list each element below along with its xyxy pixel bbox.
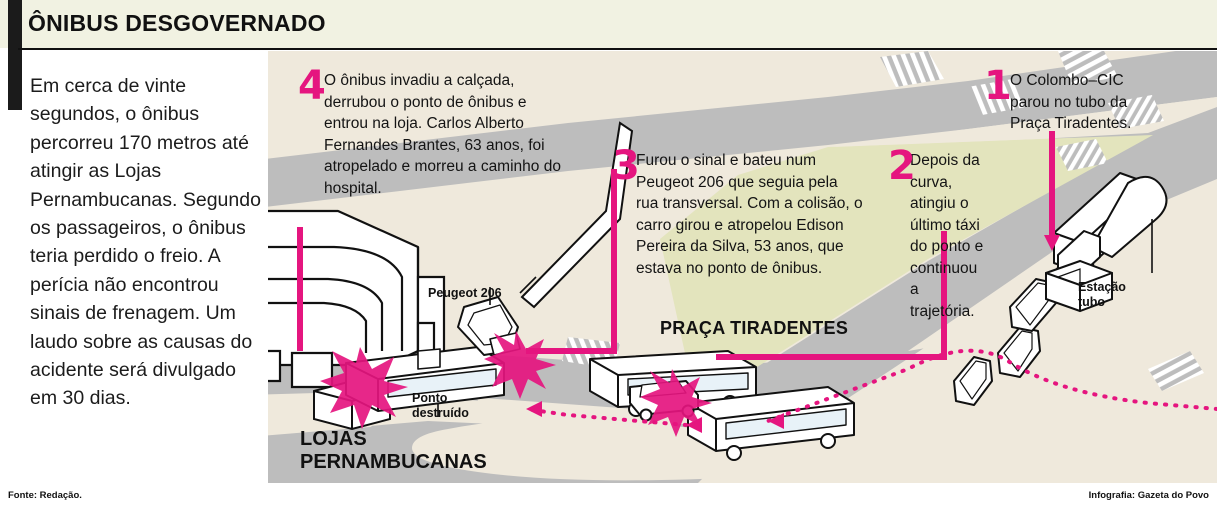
transversal-street-marker (520, 121, 634, 309)
callout-2-text: Depois da curva, atingiu o último táxi d… (910, 152, 984, 320)
callout-3: 3 Furou o sinal e bateu num Peugeot 206 … (612, 146, 864, 279)
callout-1: 1 O Colombo–CIC parou no tubo da Praça T… (984, 66, 1134, 135)
crosswalks (562, 51, 1204, 391)
impact-star-lojas (320, 347, 408, 429)
label-lojas-pernambucanas: LOJAS PERNAMBUCANAS (300, 428, 487, 474)
connector-callout-2 (716, 231, 947, 360)
label-praca-tiradentes: PRAÇA TIRADENTES (660, 318, 849, 338)
header-divider-rule (18, 48, 1217, 50)
label-ponto-line2: destruído (412, 406, 469, 420)
callout-4-number: 4 (298, 63, 326, 109)
label-ponto-line1: Ponto (412, 391, 448, 405)
label-peugeot-206: Peugeot 206 (428, 286, 502, 300)
label-estacao-line2: tubo (1078, 295, 1106, 309)
lead-paragraph: Em cerca de vinte segundos, o ônibus per… (30, 72, 262, 413)
accident-map: PRAÇA TIRADENTES LOJAS PERNAMBUCANAS Peu… (268, 51, 1217, 483)
callout-4: 4 O ônibus invadiu a calçada, derrubou o… (298, 66, 566, 199)
callout-2: 2 Depois da curva, atingiu o último táxi… (888, 146, 984, 322)
tubo-kiosk (1045, 259, 1113, 313)
impact-star-taxi (640, 369, 712, 437)
callout-2-number: 2 (888, 143, 916, 189)
trajectory-arrow-1 (526, 401, 542, 417)
label-estacao-tubo: Estação tubo (1078, 280, 1126, 310)
label-lojas-line1: LOJAS (300, 428, 367, 450)
callout-3-text: Furou o sinal e bateu num Peugeot 206 qu… (636, 152, 863, 277)
callout-1-number: 1 (984, 63, 1012, 109)
connector-arrow-1 (1044, 235, 1060, 251)
callout-1-text: O Colombo–CIC parou no tubo da Praça Tir… (1010, 72, 1132, 132)
label-lojas-line2: PERNAMBUCANAS (300, 451, 487, 473)
page-title: ÔNIBUS DESGOVERNADO (28, 10, 326, 36)
lojas-entrance-doors (268, 349, 334, 389)
plaza-green (660, 135, 1153, 379)
map-illustration (268, 51, 1217, 483)
source-note: Fonte: Redação. (8, 490, 82, 501)
callout-3-number: 3 (612, 143, 640, 189)
lead-text: Em cerca de vinte segundos, o ônibus per… (30, 75, 261, 410)
header-accent-bar (8, 0, 22, 110)
header-band (0, 0, 1217, 48)
connector-callout-3 (526, 169, 617, 354)
trajectory-arrow-3 (768, 413, 784, 429)
credit-note: Infografia: Gazeta do Povo (1088, 490, 1209, 501)
bus-trajectory-segment-2 (524, 407, 688, 427)
callout-4-text: O ônibus invadiu a calçada, derrubou o p… (324, 72, 561, 197)
label-ponto-destruido: Ponto destruído (412, 391, 469, 421)
label-estacao-line1: Estação (1078, 280, 1126, 294)
